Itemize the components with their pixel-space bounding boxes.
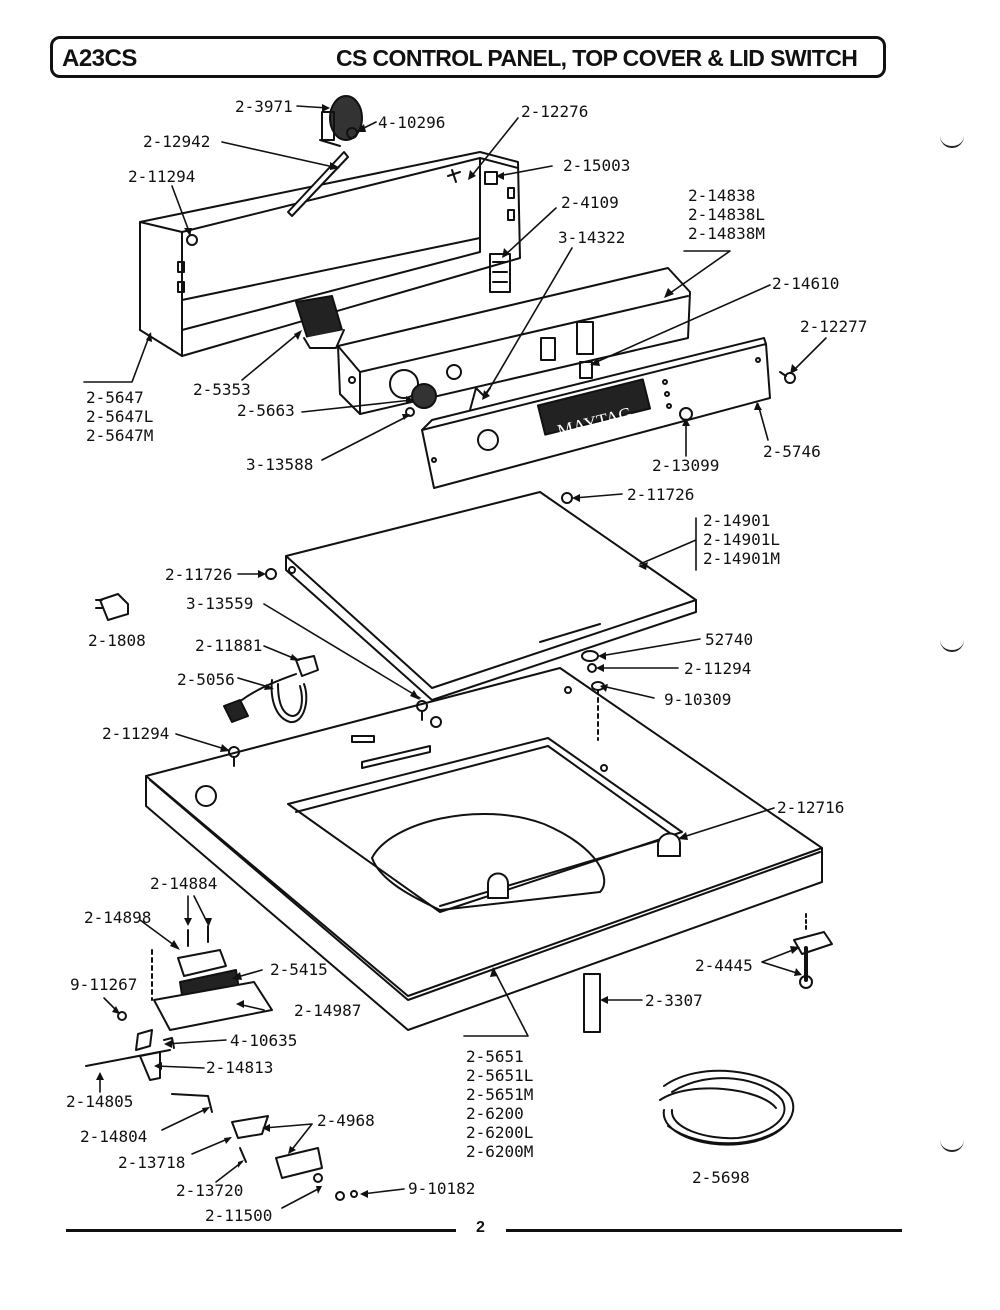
label-group-14901: 2-14901 2-14901L 2-14901M (703, 511, 780, 568)
part-label: 2-14901M (703, 549, 781, 568)
part-label: 2-14838 (688, 186, 756, 205)
page-title: CS CONTROL PANEL, TOP COVER & LID SWITCH (336, 45, 858, 71)
lid-switch-assembly (85, 925, 358, 1201)
part-label: 2-14813 (206, 1058, 274, 1077)
part-label: 2-14805 (66, 1092, 134, 1111)
part-label: 2-5353 (193, 380, 251, 399)
label-group-14838: 2-14838 2-14838L 2-14838M (688, 186, 765, 243)
top-cover (145, 667, 823, 1031)
part-label: 3-13559 (186, 594, 254, 613)
part-label: 2-5651L (466, 1066, 534, 1085)
part-label: 2-5415 (270, 960, 328, 979)
header-frame (50, 36, 886, 78)
binder-edge-mark (940, 640, 964, 652)
part-label: 2-5698 (692, 1168, 750, 1187)
part-label: 2-11500 (205, 1206, 273, 1225)
part-label: 2-11881 (195, 636, 263, 655)
part-label: 2-1808 (88, 631, 146, 650)
part-label: 2-11294 (684, 659, 752, 678)
part-label: 2-5056 (177, 670, 235, 689)
wire-harness-coil (659, 1069, 795, 1146)
front-control-panel (421, 337, 771, 489)
part-label: 2-13099 (652, 456, 720, 475)
part-label: 2-14838M (688, 224, 766, 243)
part-label: 9-11267 (70, 975, 138, 994)
part-label: 52740 (705, 630, 754, 649)
part-label: 2-14610 (772, 274, 840, 293)
part-label: 2-14804 (80, 1127, 148, 1146)
binder-edge-mark (940, 136, 964, 148)
part-label: 2-13718 (118, 1153, 186, 1172)
part-label: 2-3971 (235, 97, 293, 116)
part-label: 2-4968 (317, 1111, 375, 1130)
part-label: 2-12277 (800, 317, 868, 336)
part-label: 2-13720 (176, 1181, 244, 1200)
part-label: 2-14901L (703, 530, 781, 549)
part-label: 2-14898 (84, 908, 152, 927)
part-label: 4-10296 (378, 113, 446, 132)
part-label: 2-6200L (466, 1123, 534, 1142)
part-label: 2-14884 (150, 874, 218, 893)
part-label: 2-11294 (128, 167, 196, 186)
part-label: 4-10635 (230, 1031, 298, 1050)
label-group-5651: 2-5651 2-5651L 2-5651M 2-6200 2-6200L 2-… (466, 1047, 533, 1161)
part-label: 2-5746 (763, 442, 821, 461)
rotary-switch (295, 295, 345, 349)
model-code: A23CS (62, 45, 137, 72)
part-label: 2-5647 (86, 388, 144, 407)
part-label: 2-5651 (466, 1047, 524, 1066)
part-label: 2-14901 (703, 511, 771, 530)
part-label: 3-13588 (246, 455, 314, 474)
part-label: 2-12276 (521, 102, 589, 121)
label-group-5647: 2-5647 2-5647L 2-5647M (86, 388, 153, 445)
part-label: 2-15003 (563, 156, 631, 175)
washer-lid (285, 491, 697, 701)
binder-edge-mark (940, 1140, 964, 1152)
console-backsplash (139, 151, 521, 357)
part-label: 9-10309 (664, 690, 732, 709)
footer-rule-left (66, 1229, 456, 1232)
part-label: 2-11726 (165, 565, 233, 584)
leader-arrowheads (96, 104, 802, 1198)
part-label: 2-6200 (466, 1104, 524, 1123)
part-label: 2-5647M (86, 426, 154, 445)
control-panel-rear (337, 267, 691, 415)
timer-knob-assembly (319, 95, 363, 147)
part-label: 2-5647L (86, 407, 154, 426)
page-number: 2 (476, 1219, 485, 1236)
part-label: 2-3307 (645, 991, 703, 1010)
part-label: 2-14987 (294, 1001, 362, 1020)
footer-rule-right (506, 1229, 902, 1232)
part-label: 2-11726 (627, 485, 695, 504)
part-label: 3-14322 (558, 228, 626, 247)
part-label: 9-10182 (408, 1179, 476, 1198)
part-label: 2-4445 (695, 956, 753, 975)
part-label: 2-6200M (466, 1142, 534, 1161)
part-label: 2-14838L (688, 205, 766, 224)
part-label: 2-12716 (777, 798, 845, 817)
part-label: 2-11294 (102, 724, 170, 743)
part-label: 2-12942 (143, 132, 211, 151)
part-label: 2-5663 (237, 401, 295, 420)
part-label: 2-5651M (466, 1085, 534, 1104)
part-label: 2-4109 (561, 193, 619, 212)
